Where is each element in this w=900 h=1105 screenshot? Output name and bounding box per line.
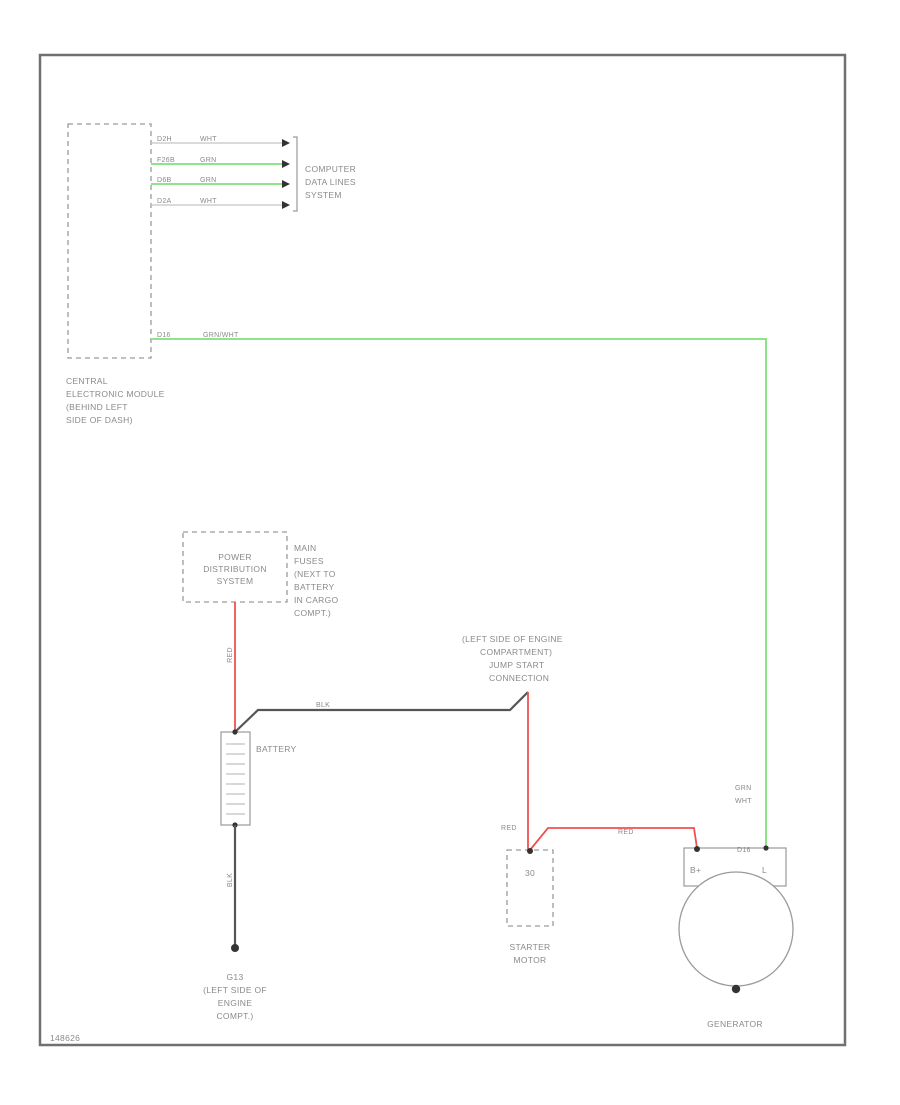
data-line-4-pin: D2A [157,198,172,205]
main-fuses-label-1: MAIN [294,543,316,553]
main-fuses-label-6: COMPT.) [294,608,331,618]
starter-terminal-icon [527,848,533,854]
data-line-2-color: GRN [200,157,216,164]
computer-data-lines-label-1: COMPUTER [305,164,356,174]
data-line-2-pin: F26B [157,157,175,164]
main-fuses-label-4: BATTERY [294,582,335,592]
diagram-frame [38,53,847,1047]
battery-symbol [220,729,251,828]
ground-label-3: ENGINE [218,998,252,1008]
data-line-3-arrow-icon [282,180,290,188]
gen-l-wire-color-near-1: GRN [735,785,751,792]
battery-jump-wire-color: BLK [316,702,330,709]
starter-terminal-label: 30 [525,868,535,878]
generator-terminal-l: L [762,865,767,875]
data-line-3-color: GRN [200,177,216,184]
power-distribution-label-3: SYSTEM [217,576,254,586]
generator-symbol [678,845,794,994]
data-line-1-arrow-icon [282,139,290,147]
data-line-4-arrow-icon [282,201,290,209]
cem-label-line-3: (BEHIND LEFT [66,402,128,412]
data-line-2-arrow-icon [282,160,290,168]
main-fuses-label-3: (NEXT TO [294,569,336,579]
data-line-1-pin: D2H [157,136,172,143]
data-line-1-color: WHT [200,136,217,143]
ground-label-1: G13 [227,972,244,982]
data-line-4: D2A WHT [151,198,290,209]
starter-generator-red-wire [529,827,698,851]
cem-module-box [67,123,152,359]
starter-label-2: MOTOR [514,955,547,965]
power-distribution-label-2: DISTRIBUTION [203,564,267,574]
data-line-4-color: WHT [200,198,217,205]
data-line-3-pin: D6B [157,177,172,184]
starter-motor-box [506,849,554,927]
data-line-1: D2H WHT [151,136,290,147]
generator-label: GENERATOR [707,1019,763,1029]
gen-l-wire-color-near-2: WHT [735,798,752,805]
data-line-3: D6B GRN [151,177,290,188]
starter-generator-wire-color: RED [618,829,634,836]
jump-start-label-4: CONNECTION [489,673,549,683]
main-fuses-label-2: FUSES [294,556,324,566]
main-fuses-label-5: IN CARGO [294,595,339,605]
generator-l-pin-label: D16 [737,847,751,854]
ground-label-4: COMPT.) [216,1011,253,1021]
jump-start-label-2: COMPARTMENT) [480,647,552,657]
gen-l-wire-color: GRN/WHT [203,332,239,339]
starter-label-1: STARTER [510,942,551,952]
computer-data-lines-label-3: SYSTEM [305,190,342,200]
power-distribution-label-1: POWER [218,552,252,562]
cem-label-line-2: ELECTRONIC MODULE [66,389,165,399]
cem-generator-l-wire: D16 GRN/WHT [151,332,767,847]
figure-id: 148626 [50,1033,80,1043]
battery-label: BATTERY [256,744,297,754]
cem-label-line-1: CENTRAL [66,376,108,386]
jump-start-label-1: (LEFT SIDE OF ENGINE [462,634,563,644]
jump-start-label-3: JUMP START [489,660,544,670]
computer-data-lines-label-2: DATA LINES [305,177,356,187]
pds-battery-wire-color: RED [227,647,234,663]
jump-starter-wire-color: RED [501,825,517,832]
cem-label-line-4: SIDE OF DASH) [66,415,133,425]
battery-ground-wire-color: BLK [227,873,234,887]
battery-jump-black-wire [234,691,529,733]
gen-l-wire-pin: D16 [157,332,171,339]
ground-point-icon [231,944,239,952]
data-lines-bracket [293,136,298,212]
data-line-2: F26B GRN [151,157,290,168]
ground-label-2: (LEFT SIDE OF [203,985,267,995]
generator-terminal-bplus: B+ [690,865,701,875]
